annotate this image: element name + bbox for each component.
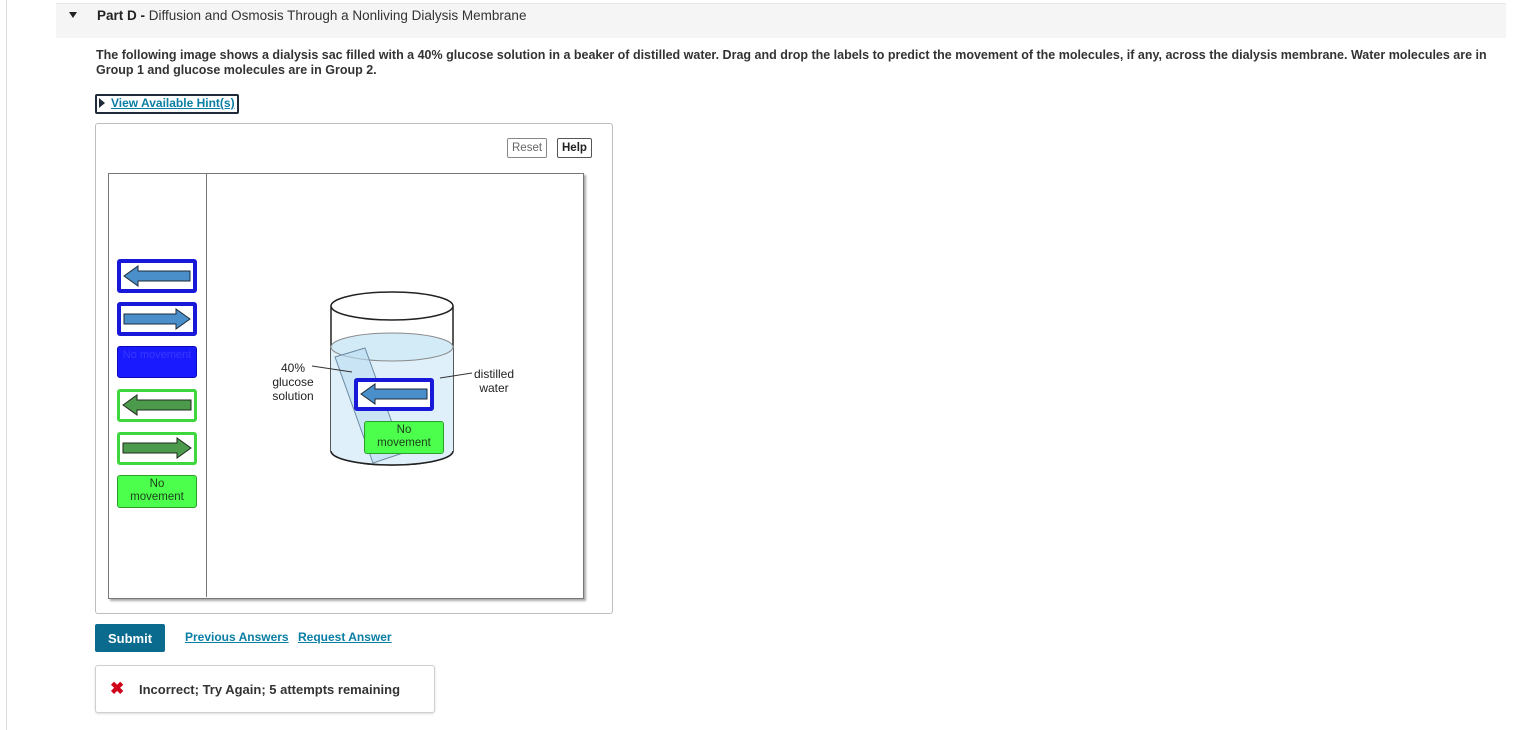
right-arrow-icon (122, 437, 192, 459)
label-group2-arrow-right[interactable] (117, 432, 197, 465)
error-x-icon: ✖ (110, 679, 125, 698)
water-leader-line (439, 372, 473, 379)
left-arrow-icon (123, 265, 191, 287)
expand-triangle-icon (99, 98, 105, 108)
sac-label-line3: solution (272, 389, 314, 403)
view-hints-link[interactable]: View Available Hint(s) (95, 94, 239, 114)
part-header[interactable] (56, 3, 1506, 38)
view-hints-label: View Available Hint(s) (111, 96, 235, 110)
sac-label-line1: 40% (280, 361, 306, 375)
label-tray-divider (206, 174, 207, 597)
request-answer-link[interactable]: Request Answer (298, 630, 392, 644)
part-label: Part D - (97, 8, 146, 23)
water-label-line1: distilled (473, 367, 515, 381)
placed-no-movement-line1: No (396, 424, 412, 436)
label-group2-arrow-left[interactable] (117, 389, 197, 422)
collapse-caret-icon[interactable] (69, 12, 77, 18)
sac-leader-line (311, 365, 353, 373)
no-movement-line1: No (149, 478, 165, 490)
part-name: Diffusion and Osmosis Through a Nonlivin… (148, 8, 527, 23)
distilled-water-label: distilled water (470, 367, 518, 395)
submit-button[interactable]: Submit (95, 624, 165, 652)
left-arrow-icon (360, 383, 428, 405)
water-label-line2: water (479, 381, 509, 395)
feedback-box: ✖ Incorrect; Try Again; 5 attempts remai… (95, 665, 435, 713)
previous-answers-link[interactable]: Previous Answers (185, 630, 289, 644)
label-group2-no-movement[interactable]: No movement (117, 475, 197, 508)
no-movement-line2: movement (130, 491, 184, 503)
placed-label-group1-arrow-left[interactable] (354, 378, 434, 411)
beaker-rim (330, 291, 454, 321)
sac-label: 40% glucose solution (268, 361, 318, 403)
part-title: Part D - Diffusion and Osmosis Through a… (97, 8, 526, 23)
right-arrow-icon (123, 308, 191, 330)
reset-button[interactable]: Reset (507, 138, 548, 158)
placed-no-movement-line2: movement (377, 437, 431, 449)
left-arrow-icon (122, 394, 192, 416)
help-button[interactable]: Help (557, 138, 592, 158)
question-instructions: The following image shows a dialysis sac… (96, 48, 1487, 77)
page-left-rule (6, 0, 7, 730)
beaker-bottom (330, 450, 454, 466)
label-group1-arrow-left[interactable] (117, 259, 197, 293)
label-group1-arrow-right[interactable] (117, 302, 197, 336)
sac-label-line2: glucose (272, 375, 314, 389)
placed-label-group2-no-movement[interactable]: No movement (364, 421, 444, 454)
label-group1-no-movement[interactable]: No movement (117, 346, 197, 378)
feedback-message: Incorrect; Try Again; 5 attempts remaini… (139, 682, 401, 697)
